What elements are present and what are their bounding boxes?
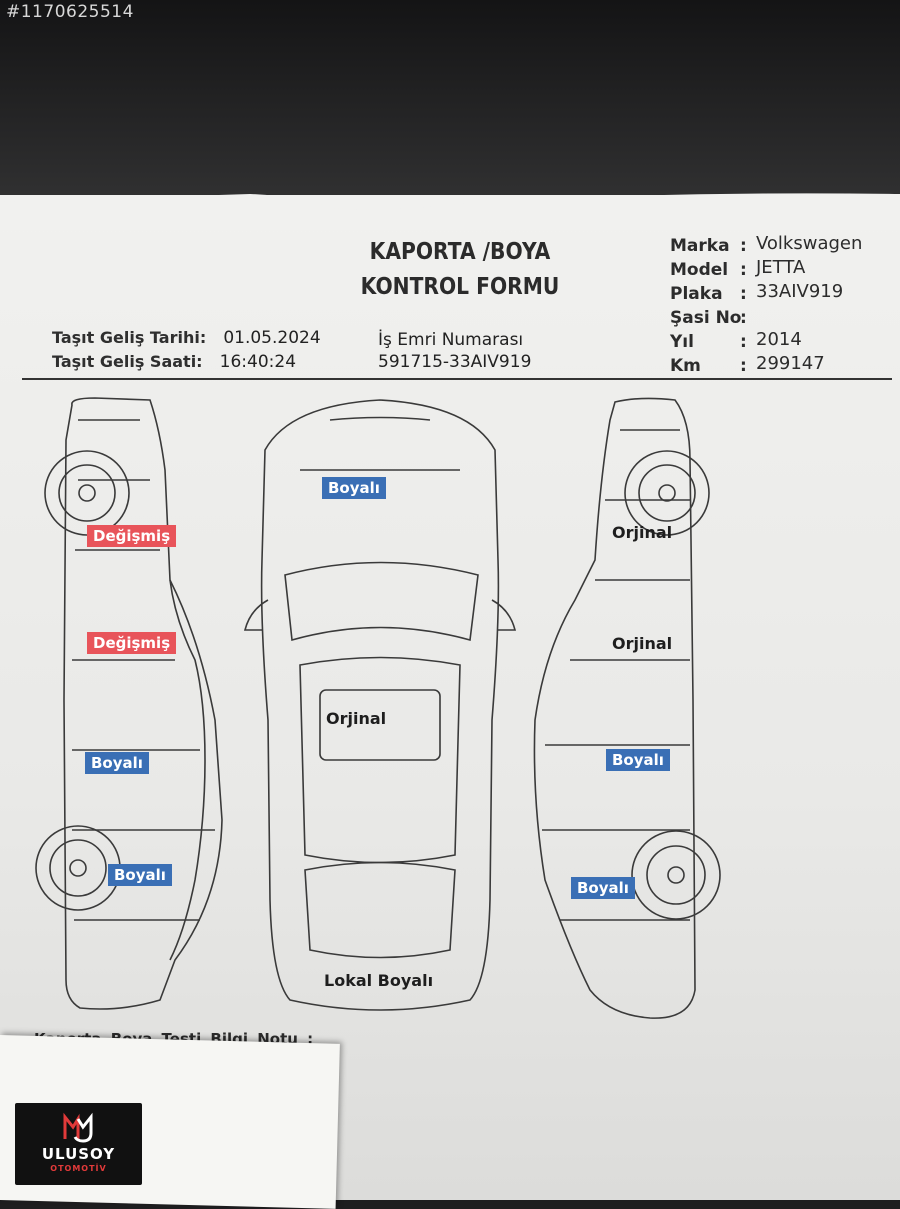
- tag-left-front-door: Değişmiş: [87, 632, 177, 654]
- model-value: JETTA: [756, 257, 806, 278]
- work-order-value: 591715-33AIV919: [378, 352, 532, 372]
- km-value: 299147: [756, 353, 825, 374]
- vehicle-labels: Marka Model Plaka Şasi No Yıl Km: [670, 234, 742, 378]
- image-id-watermark: #1170625514: [6, 2, 134, 22]
- arrival-date-value: 01.05.2024: [223, 328, 321, 348]
- car-top-view: [243, 399, 517, 1011]
- tag-right-rear-door: Boyalı: [606, 749, 670, 771]
- car-left-side-view: [35, 397, 223, 1010]
- plaka-label: Plaka: [670, 284, 723, 304]
- form-title: KAPORTA /BOYA KONTROL FORMU: [354, 235, 565, 305]
- tag-hood: Boyalı: [322, 477, 386, 499]
- yil-value: 2014: [756, 329, 802, 350]
- paper-edge: [0, 193, 900, 230]
- work-order: İş Emri Numarası 591715-33AIV919: [378, 330, 531, 372]
- logo-name: ULUSOY: [41, 1145, 116, 1163]
- arrival-date-row: Taşıt Geliş Tarihi: 01.05.2024: [52, 328, 321, 348]
- tag-left-rear-door: Boyalı: [85, 752, 149, 774]
- title-line-2: KONTROL FORMU: [360, 274, 560, 300]
- plaka-value: 33AIV919: [756, 281, 844, 302]
- tag-left-rear-fender: Boyalı: [108, 864, 172, 886]
- ulusoy-logo: ULUSOY OTOMOTİV: [15, 1103, 142, 1185]
- arrival-time-row: Taşıt Geliş Saati: 16:40:24: [52, 352, 296, 372]
- paper-sheet: [0, 195, 900, 1200]
- logo-mark-icon: [63, 1112, 93, 1143]
- model-label: Model: [670, 260, 729, 280]
- sasi-label: Şasi No: [670, 308, 742, 328]
- tag-left-front-fender: Değişmiş: [87, 525, 177, 547]
- work-order-label: İş Emri Numarası: [378, 330, 524, 350]
- vehicle-colons: ::::::: [740, 236, 747, 376]
- arrival-date-label: Taşıt Geliş Tarihi:: [52, 328, 207, 347]
- logo-subtitle: OTOMOTİV: [50, 1164, 107, 1173]
- title-line-1: KAPORTA /BOYA: [369, 239, 551, 265]
- tag-trunk: Lokal Boyalı: [324, 971, 434, 990]
- tag-right-front-door: Orjinal: [612, 634, 673, 653]
- arrival-time-value: 16:40:24: [219, 352, 297, 372]
- km-label: Km: [670, 356, 701, 376]
- header-divider: [22, 378, 892, 380]
- arrival-time-label: Taşıt Geliş Saati:: [52, 352, 203, 371]
- tag-roof: Orjinal: [326, 709, 387, 728]
- yil-label: Yıl: [670, 332, 694, 352]
- car-right-side-view: [533, 397, 721, 1019]
- marka-value: Volkswagen: [756, 233, 863, 254]
- tag-right-rear-fender: Boyalı: [571, 877, 635, 899]
- marka-label: Marka: [670, 236, 730, 256]
- vehicle-values: Volkswagen JETTA 33AIV919 2014 299147: [756, 232, 862, 376]
- tag-right-front-fender: Orjinal: [612, 523, 673, 542]
